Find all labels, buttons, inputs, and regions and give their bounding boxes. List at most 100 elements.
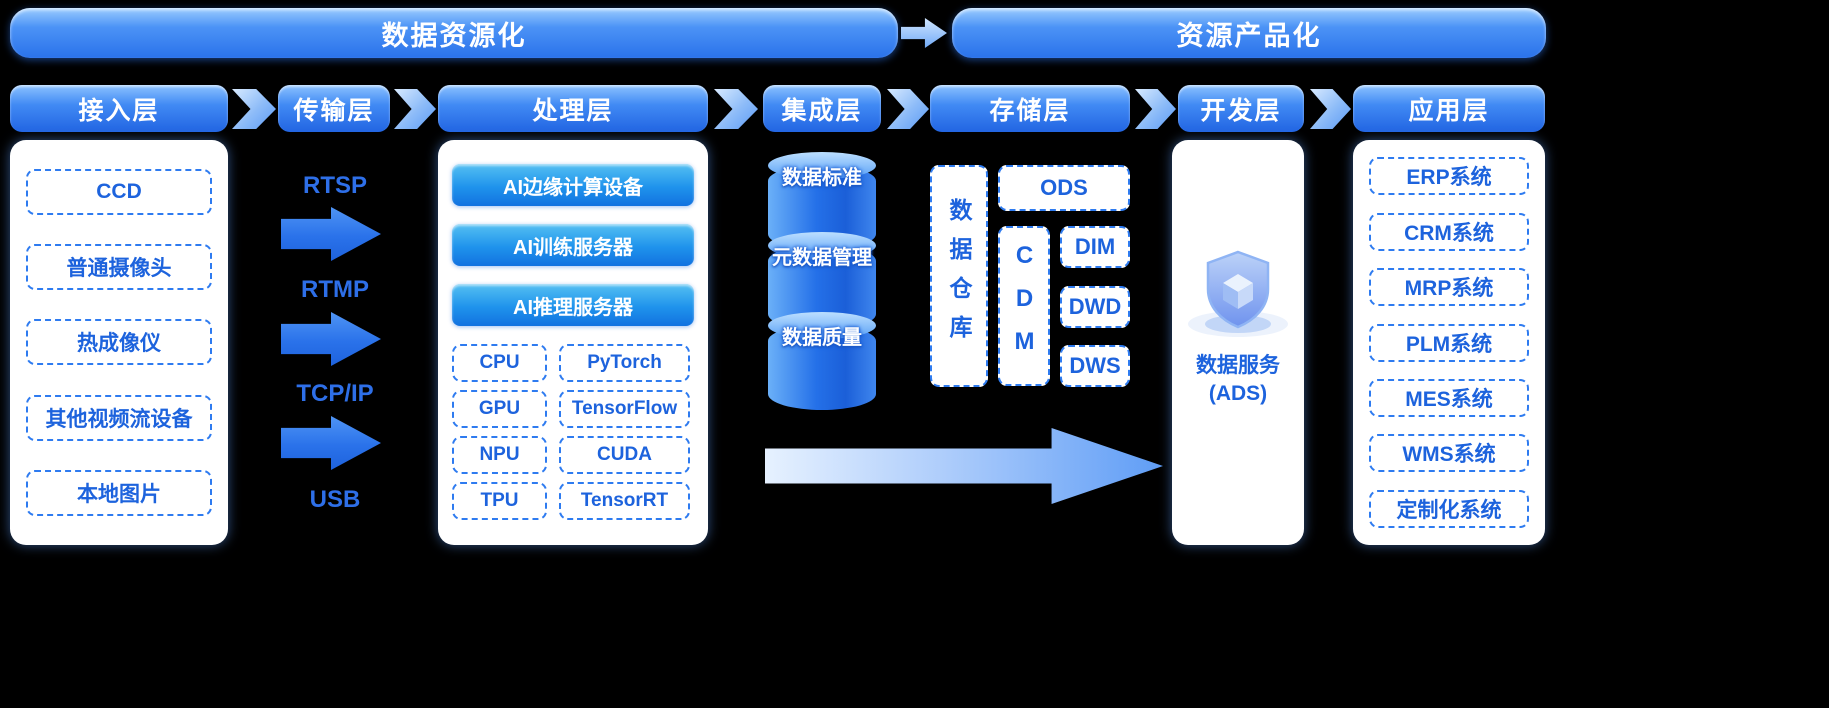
dws-label: DWS xyxy=(1069,353,1121,378)
header-label: 开发层 xyxy=(1200,96,1282,125)
protocol-label-rtmp: RTMP xyxy=(301,276,369,303)
app-system-box: ERP系统 xyxy=(1369,157,1529,196)
chip-label: TPU xyxy=(480,490,519,511)
app-system-box: MRP系统 xyxy=(1369,268,1529,307)
cylinder-top-shape xyxy=(768,232,876,259)
access-device-label: 普通摄像头 xyxy=(66,257,172,281)
app-system-label: 定制化系统 xyxy=(1396,498,1502,522)
access-device-label: 本地图片 xyxy=(77,482,161,506)
development-layer-panel: 数据服务 (ADS) xyxy=(1172,140,1304,545)
chip-label: NPU xyxy=(479,444,520,465)
app-system-box: WMS系统 xyxy=(1369,434,1529,473)
cylinder-label: 数据标准 xyxy=(782,167,862,189)
protocol-label-rtsp: RTSP xyxy=(302,172,367,199)
header-label: 存储层 xyxy=(989,96,1071,125)
access-device-box: 其他视频流设备 xyxy=(26,394,212,441)
app-system-box: 定制化系统 xyxy=(1369,489,1529,528)
banner-left-label: 数据资源化 xyxy=(381,20,527,51)
access-device-label: 热成像仪 xyxy=(77,332,161,356)
flow-arrow-icon xyxy=(281,312,381,366)
header-transport-layer: 传输层 xyxy=(278,85,390,132)
framework-label: PyTorch xyxy=(587,352,662,373)
data-service-shield-icon xyxy=(1172,244,1304,344)
database-cylinder: 数据质量 xyxy=(768,312,876,410)
chip-label: GPU xyxy=(478,398,521,419)
chip-box: GPU xyxy=(452,390,547,428)
app-system-label: ERP系统 xyxy=(1406,166,1492,190)
cylinder-label: 元数据管理 xyxy=(772,247,872,269)
banner-data-resourcification: 数据资源化 xyxy=(10,8,898,58)
header-application-layer: 应用层 xyxy=(1353,85,1545,132)
header-integration-layer: 集成层 xyxy=(763,85,881,132)
cylinder-label: 数据质量 xyxy=(782,327,862,349)
dwd-label: DWD xyxy=(1068,294,1122,319)
data-service-line1: 数据服务 xyxy=(1196,354,1280,377)
access-layer-panel: CCD 普通摄像头 热成像仪 其他视频流设备 本地图片 xyxy=(10,140,228,545)
chevron-right-icon xyxy=(232,89,276,129)
framework-box: CUDA xyxy=(559,436,690,474)
header-label: 应用层 xyxy=(1408,96,1490,125)
ai-edge-device-box: AI边缘计算设备 xyxy=(452,164,694,206)
app-system-box: PLM系统 xyxy=(1369,323,1529,362)
chip-box: TPU xyxy=(452,482,547,520)
banner-arrow-icon xyxy=(901,18,947,48)
app-system-box: MES系统 xyxy=(1369,378,1529,417)
access-device-box: 本地图片 xyxy=(26,469,212,516)
framework-label: TensorRT xyxy=(580,490,669,511)
ai-server-label: AI边缘计算设备 xyxy=(503,176,643,199)
ai-server-stack: AI边缘计算设备 AI训练服务器 AI推理服务器 xyxy=(452,164,694,326)
protocol-label-tcpip: TCP/IP xyxy=(296,380,374,407)
processing-layer-panel: AI边缘计算设备 AI训练服务器 AI推理服务器 CPU PyTorch GPU… xyxy=(438,140,708,545)
header-label: 接入层 xyxy=(78,96,160,125)
chevron-right-icon xyxy=(1135,89,1176,129)
ai-training-server-box: AI训练服务器 xyxy=(452,224,694,266)
access-device-box: 普通摄像头 xyxy=(26,244,212,291)
access-device-box: CCD xyxy=(26,169,212,216)
header-access-layer: 接入层 xyxy=(10,85,228,132)
flow-arrow-icon xyxy=(281,207,381,261)
protocol-label-usb: USB xyxy=(309,486,361,513)
dws-box: DWS xyxy=(1060,345,1130,387)
header-processing-layer: 处理层 xyxy=(438,85,708,132)
flow-arrow-icon xyxy=(281,416,381,470)
framework-label: CUDA xyxy=(597,444,652,465)
ods-box: ODS xyxy=(998,165,1130,211)
framework-label: TensorFlow xyxy=(571,398,678,419)
application-layer-panel: ERP系统 CRM系统 MRP系统 PLM系统 MES系统 WMS系统 定制化系… xyxy=(1353,140,1545,545)
ai-server-label: AI推理服务器 xyxy=(513,296,633,319)
app-system-label: MRP系统 xyxy=(1404,277,1494,301)
cylinder-top-shape xyxy=(768,152,876,179)
chip-box: NPU xyxy=(452,436,547,474)
chip-box: CPU xyxy=(452,344,547,382)
header-label: 传输层 xyxy=(293,96,375,125)
chevron-right-icon xyxy=(714,89,758,129)
chevron-right-icon xyxy=(887,89,929,129)
data-service-label: 数据服务 (ADS) xyxy=(1172,352,1304,409)
framework-box: PyTorch xyxy=(559,344,690,382)
dim-box: DIM xyxy=(1060,226,1130,268)
cdm-box: CDM xyxy=(998,226,1050,386)
cylinder-body-shape xyxy=(768,325,876,410)
access-device-box: 热成像仪 xyxy=(26,319,212,366)
header-label: 处理层 xyxy=(532,96,614,125)
header-development-layer: 开发层 xyxy=(1178,85,1304,132)
chevron-right-icon xyxy=(394,89,436,129)
hardware-framework-grid: CPU PyTorch GPU TensorFlow NPU CUDA TPU … xyxy=(452,344,690,520)
data-warehouse-label: 数据仓库 xyxy=(946,198,972,354)
ai-server-label: AI训练服务器 xyxy=(513,236,633,259)
access-device-label: CCD xyxy=(96,180,142,204)
app-system-label: CRM系统 xyxy=(1404,221,1494,245)
data-warehouse-box: 数据仓库 xyxy=(930,165,988,387)
app-system-label: MES系统 xyxy=(1405,387,1493,411)
chevron-right-icon xyxy=(1310,89,1351,129)
banner-resource-productization: 资源产品化 xyxy=(952,8,1546,58)
big-flow-arrow-icon xyxy=(765,428,1163,504)
dim-label: DIM xyxy=(1074,234,1116,259)
access-device-label: 其他视频流设备 xyxy=(45,407,193,431)
ods-label: ODS xyxy=(1040,175,1088,200)
header-label: 集成层 xyxy=(781,96,863,125)
chip-label: CPU xyxy=(479,352,520,373)
cylinder-top-shape xyxy=(768,312,876,339)
app-system-label: WMS系统 xyxy=(1402,443,1496,467)
